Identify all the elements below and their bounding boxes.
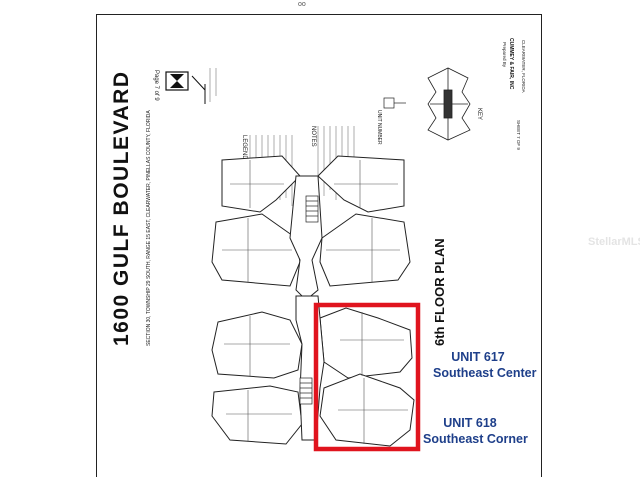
key-plan-icon: [427, 67, 471, 141]
preparer-label: Prepared By: [502, 42, 507, 68]
preparer-city: CLEARWATER, FLORIDA: [521, 40, 526, 93]
building-title: 1600 GULF BOULEVARD: [110, 71, 133, 347]
key-label: KEY: [476, 108, 482, 120]
unit-617-description: Southeast Center: [433, 366, 537, 380]
preparer-name: CUMMEY & FAIR, INC: [508, 38, 514, 90]
floor-plan-title: 6th FLOOR PLAN: [432, 238, 447, 346]
page-label: Page 7 of 9: [153, 70, 159, 101]
unit-617-annotation: UNIT 617 Southeast Center: [433, 349, 537, 381]
unit-highlight-box: [313, 302, 421, 452]
plan-sheet-border: [96, 14, 542, 477]
stair-icon: [299, 195, 319, 405]
interior-partitions: [222, 160, 408, 444]
legend-title: LEGEND: [241, 135, 247, 160]
unit-number-icon: [383, 97, 406, 109]
page-top-mark: oo: [298, 1, 306, 8]
legal-description: SECTION 30, TOWNSHIP 29 SOUTH, RANGE 15 …: [146, 110, 152, 346]
sheet-label: SHEET 7 OF 9: [516, 120, 521, 150]
unit-618-description: Southeast Corner: [423, 432, 528, 446]
notes-title: NOTES: [310, 126, 316, 147]
unit-number-label: UNIT NUMBER: [376, 110, 382, 145]
unit-618-name: UNIT 618: [443, 416, 497, 430]
watermark: StellarMLS: [588, 236, 640, 248]
unit-618-annotation: UNIT 618 Southeast Corner: [423, 415, 528, 447]
north-arrow-icon: [165, 71, 206, 104]
unit-617-name: UNIT 617: [451, 350, 505, 364]
